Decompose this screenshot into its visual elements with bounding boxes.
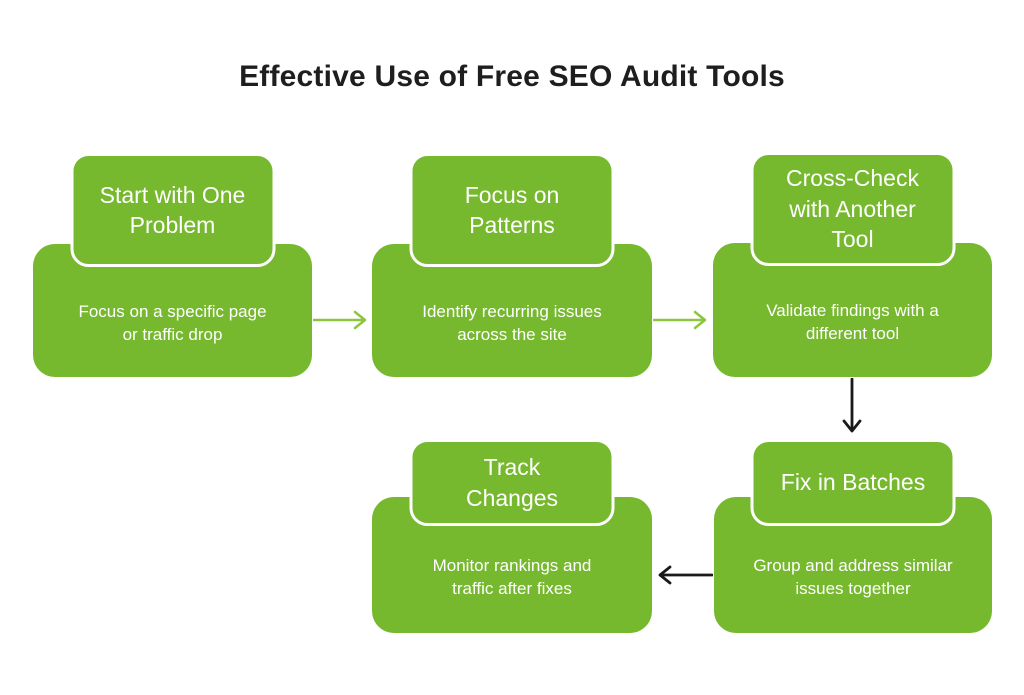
- node-start-with-one-problem: Focus on a specific page or traffic drop…: [33, 153, 312, 377]
- node-title-badge: Cross-Check with Another Tool: [750, 152, 955, 266]
- node-title-badge: Fix in Batches: [750, 439, 956, 526]
- node-description: Group and address similar issues togethe…: [753, 556, 953, 598]
- node-description: Monitor rankings and traffic after fixes: [432, 556, 592, 598]
- node-title: Fix in Batches: [780, 469, 926, 496]
- node-title: Track Changes: [465, 454, 559, 511]
- node-focus-on-patterns: Identify recurring issues across the sit…: [372, 153, 652, 377]
- connector-arrow-left-icon: [658, 565, 713, 585]
- node-title: Cross-Check with Another Tool: [786, 165, 919, 253]
- node-description: Focus on a specific page or traffic drop: [78, 301, 267, 344]
- connector-arrow-right-icon: [653, 310, 707, 330]
- node-description: Identify recurring issues across the sit…: [422, 301, 602, 344]
- node-track-changes: Monitor rankings and traffic after fixes…: [372, 439, 652, 633]
- page-title: Effective Use of Free SEO Audit Tools: [239, 60, 785, 93]
- node-fix-in-batches: Group and address similar issues togethe…: [714, 439, 992, 633]
- node-title: Focus on Patterns: [464, 181, 560, 238]
- connector-arrow-down-icon: [842, 378, 862, 433]
- node-title-badge: Start with One Problem: [70, 153, 275, 267]
- node-description: Validate findings with a different tool: [766, 301, 939, 343]
- node-cross-check-with-another-tool: Validate findings with a different tool …: [713, 152, 992, 377]
- node-title: Start with One Problem: [99, 181, 246, 238]
- connector-arrow-right-icon: [313, 310, 367, 330]
- node-title-badge: Track Changes: [409, 439, 615, 526]
- node-title-badge: Focus on Patterns: [409, 153, 615, 267]
